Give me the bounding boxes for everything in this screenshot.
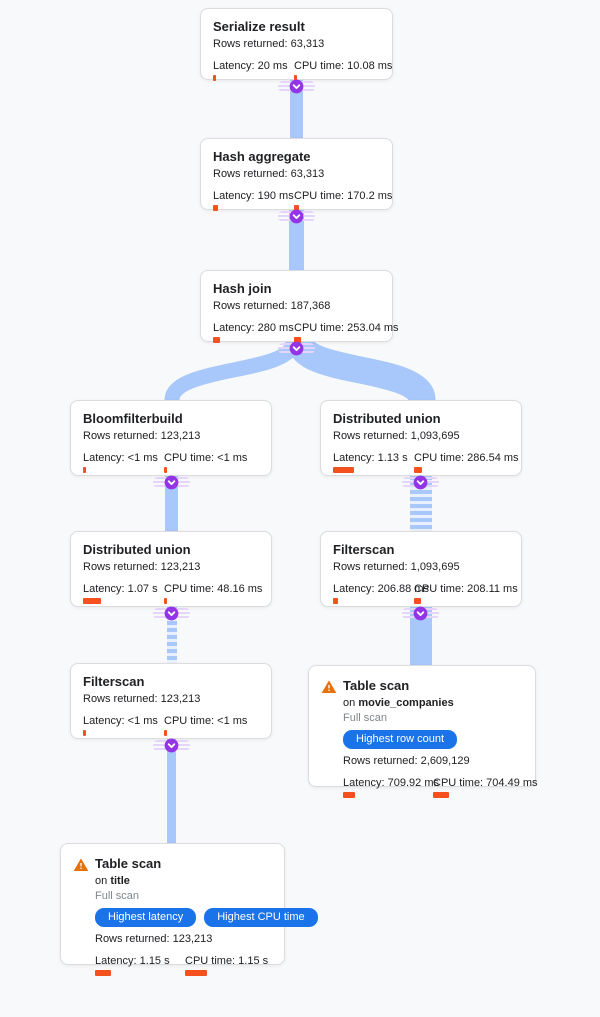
edge-distributedunion-to-filterscan-right [410, 476, 432, 531]
cpu-time-bar [164, 467, 167, 473]
expand-chevron-icon[interactable] [402, 475, 439, 490]
cpu-time-bar [185, 970, 207, 976]
edge-filterscan-to-tablescan-right [410, 607, 432, 665]
rows-returned: Rows returned: 1,093,695 [333, 561, 460, 573]
expand-chevron-icon[interactable] [278, 209, 315, 224]
node-title: Serialize result [213, 19, 305, 34]
edge-hashaggregate-to-hashjoin [289, 210, 304, 270]
node-title: Hash aggregate [213, 149, 311, 164]
table-name: movie_companies [358, 697, 454, 709]
cpu-time-bar [164, 730, 167, 736]
latency-bar [83, 598, 101, 604]
node-title: Filterscan [333, 542, 395, 557]
latency-bar [213, 337, 220, 343]
table-reference: on movie_companies [343, 697, 454, 709]
latency-bar [333, 467, 354, 473]
latency-label: Latency: 709.92 ms [343, 777, 440, 789]
rows-returned: Rows returned: 123,213 [83, 561, 201, 573]
latency-bar [83, 467, 86, 473]
node-hash-join[interactable]: Hash join Rows returned: 187,368 Latency… [200, 270, 399, 343]
node-distributed-union-right[interactable]: Distributed union Rows returned: 1,093,6… [320, 400, 522, 476]
cpu-time-label: CPU time: 704.49 ms [433, 777, 538, 789]
node-hash-aggregate[interactable]: Hash aggregate Rows returned: 63,313 Lat… [200, 138, 393, 211]
rows-returned: Rows returned: 123,213 [83, 693, 201, 705]
table-reference: on title [95, 875, 130, 887]
rows-returned: Rows returned: 63,313 [213, 168, 325, 180]
latency-bar [213, 205, 218, 211]
latency-label: Latency: 20 ms [213, 60, 288, 72]
cpu-time-label: CPU time: <1 ms [164, 452, 248, 464]
latency-bar [213, 75, 216, 81]
cpu-time-bar [414, 467, 422, 473]
latency-label: Latency: 190 ms [213, 190, 294, 202]
expand-chevron-icon[interactable] [402, 606, 439, 621]
cpu-time-label: CPU time: 253.04 ms [294, 322, 399, 334]
latency-label: Latency: 1.07 s [83, 583, 158, 595]
node-table-scan-movie-companies[interactable]: Table scan on movie_companies Full scan … [308, 665, 538, 798]
latency-bar [83, 730, 86, 736]
cpu-time-label: CPU time: 1.15 s [185, 955, 269, 967]
scan-type: Full scan [95, 890, 140, 902]
cpu-time-bar [294, 205, 299, 211]
cpu-time-bar [294, 75, 297, 81]
latency-label: Latency: 1.13 s [333, 452, 408, 464]
warning-icon [321, 678, 343, 798]
node-title: Table scan [343, 678, 410, 693]
node-serialize-result[interactable]: Serialize result Rows returned: 63,313 L… [200, 8, 393, 81]
node-filterscan-left[interactable]: Filterscan Rows returned: 123,213 Latenc… [70, 663, 272, 739]
rows-returned: Rows returned: 63,313 [213, 38, 325, 50]
node-filterscan-right[interactable]: Filterscan Rows returned: 1,093,695 Late… [320, 531, 522, 607]
warning-icon [73, 856, 95, 976]
node-title: Bloomfilterbuild [83, 411, 183, 426]
expand-chevron-icon[interactable] [278, 79, 315, 94]
latency-bar [333, 598, 338, 604]
scan-type: Full scan [343, 712, 388, 724]
edge-filterscan-to-tablescan-left [167, 739, 176, 843]
badge-highest-latency: Highest latency [95, 908, 197, 927]
latency-label: Latency: <1 ms [83, 452, 158, 464]
edge-serialize-to-hashaggregate [290, 80, 303, 138]
node-bloomfilterbuild[interactable]: Bloomfilterbuild Rows returned: 123,213 … [70, 400, 272, 476]
node-title: Hash join [213, 281, 272, 296]
edge-distributedunion-to-filterscan-left [167, 607, 177, 663]
node-table-scan-title[interactable]: Table scan on title Full scan Highest la… [60, 843, 318, 976]
rows-returned: Rows returned: 187,368 [213, 300, 331, 312]
badge-highest-row-count: Highest row count [343, 730, 458, 749]
rows-returned: Rows returned: 123,213 [95, 933, 213, 945]
cpu-time-label: CPU time: 208.11 ms [414, 583, 518, 595]
edge-bloomfilterbuild-to-distributedunion [165, 476, 178, 531]
node-title: Distributed union [333, 411, 441, 426]
expand-chevron-icon[interactable] [153, 606, 190, 621]
cpu-time-label: CPU time: 10.08 ms [294, 60, 393, 72]
rows-returned: Rows returned: 1,093,695 [333, 430, 460, 442]
cpu-time-bar [294, 337, 301, 343]
node-distributed-union-left[interactable]: Distributed union Rows returned: 123,213… [70, 531, 272, 607]
cpu-time-label: CPU time: <1 ms [164, 715, 248, 727]
cpu-time-label: CPU time: 170.2 ms [294, 190, 393, 202]
rows-returned: Rows returned: 123,213 [83, 430, 201, 442]
node-title: Table scan [95, 856, 162, 871]
cpu-time-label: CPU time: 286.54 ms [414, 452, 519, 464]
node-title: Filterscan [83, 674, 145, 689]
latency-label: Latency: 1.15 s [95, 955, 170, 967]
cpu-time-label: CPU time: 48.16 ms [164, 583, 263, 595]
cpu-time-bar [414, 598, 421, 604]
expand-chevron-icon[interactable] [153, 738, 190, 753]
node-title: Distributed union [83, 542, 191, 557]
cpu-time-bar [164, 598, 167, 604]
badge-highest-cpu-time: Highest CPU time [204, 908, 318, 927]
latency-label: Latency: <1 ms [83, 715, 158, 727]
cpu-time-bar [433, 792, 449, 798]
expand-chevron-icon[interactable] [153, 475, 190, 490]
expand-chevron-icon[interactable] [278, 341, 315, 356]
latency-bar [343, 792, 355, 798]
rows-returned: Rows returned: 2,609,129 [343, 755, 470, 767]
latency-label: Latency: 280 ms [213, 322, 294, 334]
latency-label: Latency: 206.88 ms [333, 583, 430, 595]
table-name: title [110, 875, 130, 887]
latency-bar [95, 970, 111, 976]
